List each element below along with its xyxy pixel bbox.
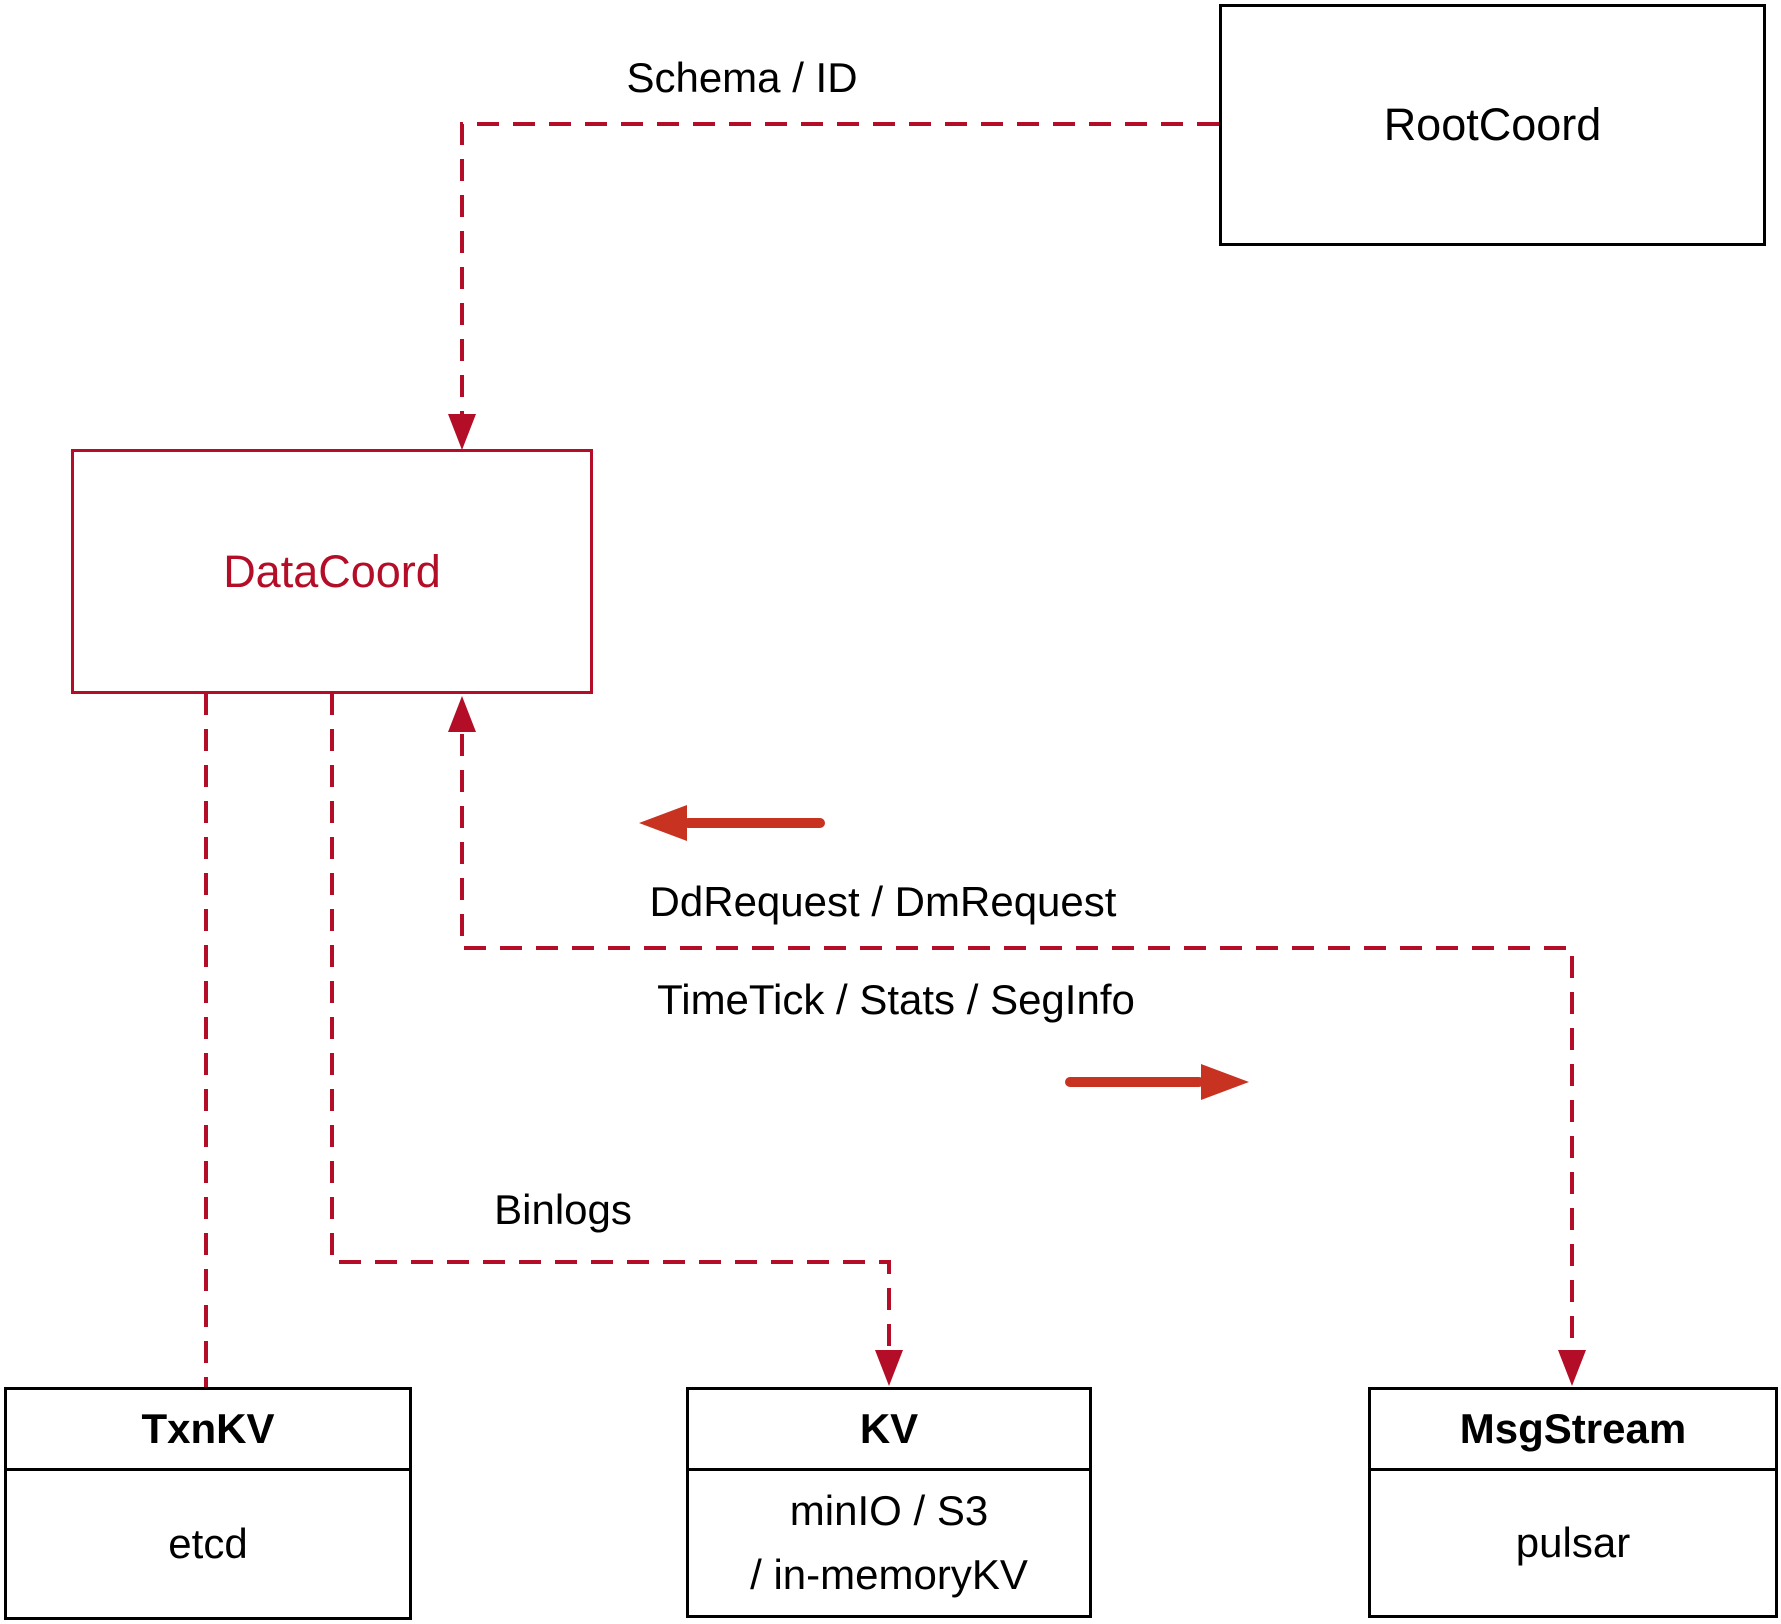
ddrequest-arrowhead-icon — [448, 696, 476, 732]
schema-id-edge-label: Schema / ID — [626, 54, 858, 101]
kv-title: KV — [689, 1390, 1089, 1471]
right-direction-arrowhead-icon — [1201, 1064, 1249, 1100]
datacoord-node: DataCoord — [71, 449, 593, 694]
msgstream-connector — [460, 734, 1574, 1349]
ddrequest-edge-label: DdRequest / DmRequest — [649, 878, 1117, 925]
txnkv-node: TxnKV etcd — [4, 1387, 412, 1620]
txnkv-body: etcd — [7, 1471, 409, 1617]
datacoord-label: DataCoord — [223, 545, 441, 597]
schema-id-connector — [460, 122, 1219, 414]
left-direction-arrowhead-icon — [639, 805, 687, 841]
kv-body-line1: minIO / S3 — [789, 1487, 989, 1534]
kv-body: minIO / S3 / in-memoryKV — [689, 1471, 1089, 1615]
msgstream-title: MsgStream — [1371, 1390, 1775, 1471]
msgstream-body-text: pulsar — [1515, 1519, 1631, 1566]
binlogs-arrowhead-icon — [875, 1350, 903, 1386]
schema-id-arrowhead-icon — [448, 414, 476, 450]
kv-body-line2: / in-memoryKV — [750, 1551, 1028, 1598]
txnkv-title: TxnKV — [7, 1390, 409, 1471]
msgstream-body: pulsar — [1371, 1471, 1775, 1615]
rootcoord-node: RootCoord — [1219, 4, 1766, 246]
msgstream-arrowhead-icon — [1558, 1350, 1586, 1386]
binlogs-edge-label: Binlogs — [494, 1186, 632, 1233]
timetick-edge-label: TimeTick / Stats / SegInfo — [657, 976, 1135, 1023]
txnkv-body-text: etcd — [168, 1520, 248, 1567]
kv-node: KV minIO / S3 / in-memoryKV — [686, 1387, 1092, 1618]
msgstream-node: MsgStream pulsar — [1368, 1387, 1778, 1618]
rootcoord-label: RootCoord — [1383, 99, 1602, 150]
